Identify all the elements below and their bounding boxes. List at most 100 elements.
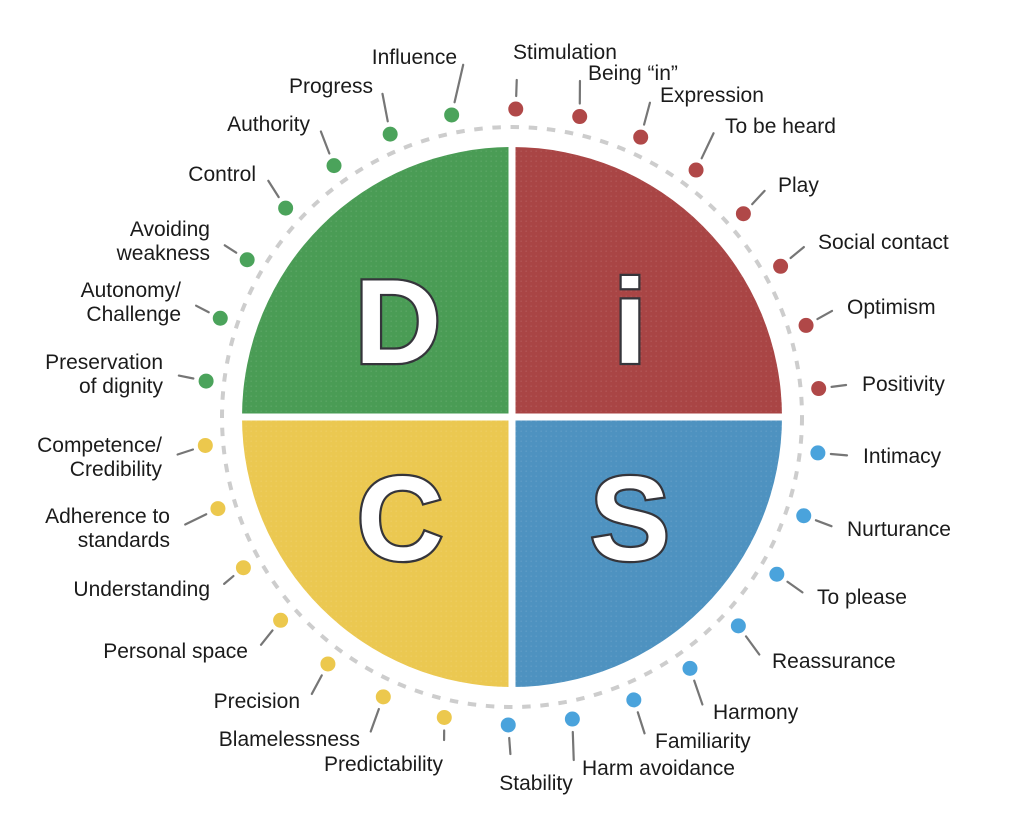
wheel-dot-s [682,660,698,676]
connector-line [508,736,512,756]
wheel-item-expression: Expression [633,84,764,145]
wheel-item-label: Progress [289,75,373,98]
quadrant-texture-i [512,147,782,417]
wheel-item-stability: Stability [499,717,573,795]
connector-line [571,730,575,762]
wheel-dot-c [197,437,213,453]
wheel-dot-s [500,717,516,733]
wheel-dot-c [320,656,336,672]
wheel-dot-s [626,692,642,708]
wheel-item-predictability: Predictability [324,709,452,776]
wheel-dot-s [796,508,812,524]
wheel-item-personal-space: Personal space [103,612,289,663]
wheel-dot-d [212,310,228,326]
quadrant-texture-c [242,417,512,687]
wheel-item-label: Positivity [862,373,945,396]
wheel-dot-d [326,158,342,174]
wheel-dot-i [811,381,827,397]
wheel-dot-i [572,109,588,125]
wheel-item-precision: Precision [214,656,336,713]
wheel-dot-c [436,709,452,725]
wheel-dot-d [239,252,255,268]
wheel-item-label: Authority [227,113,310,136]
connector-line [636,711,646,735]
wheel-item-label: Optimism [847,296,936,319]
wheel-item-intimacy: Intimacy [810,445,942,468]
wheel-item-harm-avoidance: Harm avoidance [564,711,735,780]
connector-line [744,635,761,656]
wheel-item-competence-credibility: Competence/Credibility [37,434,213,481]
connector-line [223,574,235,585]
wheel-dot-i [735,206,751,222]
connector-line [642,101,652,126]
wheel-item-blamelessness: Blamelessness [219,689,391,751]
wheel-item-to-please: To please [769,566,907,609]
wheel-dot-i [688,162,704,178]
wheel-dot-c [210,501,226,517]
wheel-item-label: Control [188,163,256,186]
wheel-item-label: Harm avoidance [582,757,735,780]
wheel-item-label: Reassurance [772,650,896,673]
connector-line [453,63,465,104]
connector-line [693,679,704,706]
wheel-dot-s [810,445,826,461]
quadrant-texture-d [242,147,512,417]
connector-line [184,513,208,526]
connector-line [751,189,766,206]
wheel-item-nurturance: Nurturance [796,508,951,541]
connector-line [816,309,834,321]
wheel-dot-d [278,200,294,216]
wheel-dot-i [773,258,789,274]
wheel-item-label: To be heard [725,115,836,138]
wheel-dot-d [382,126,398,142]
wheel-dot-c [235,560,251,576]
wheel-item-positivity: Positivity [811,373,945,397]
wheel-dot-d [444,107,460,123]
connector-line [223,244,238,254]
wheel-item-control: Control [188,163,294,216]
wheel-item-label: Nurturance [847,518,951,541]
wheel-item-label: To please [817,586,907,609]
quadrant-letter-d: D [355,255,442,389]
wheel-item-optimism: Optimism [798,296,936,333]
wheel-dot-i [633,129,649,145]
connector-line [176,448,195,456]
wheel-dot-i [798,317,814,333]
quadrant-letter-c: C [357,452,444,586]
wheel-item-label: Intimacy [863,445,942,468]
wheel-item-influence: Influence [372,46,465,123]
connector-line [381,92,389,123]
wheel-item-stimulation: Stimulation [508,41,617,117]
connector-line [830,383,848,388]
wheel-dot-s [769,566,785,582]
wheel-item-label: Stability [499,772,573,795]
connector-line [786,580,804,594]
wheel-item-label: Familiarity [655,730,751,753]
wheel-item-autonomy-challenge: Autonomy/Challenge [81,279,228,326]
wheel-dot-s [730,618,746,634]
connector-line [310,674,323,696]
connector-line [814,519,833,528]
wheel-dot-d [198,373,214,389]
connector-line [369,707,380,733]
quadrant-texture-s [512,417,782,687]
wheel-item-label: Stimulation [513,41,617,64]
wheel-item-to-be-heard: To be heard [688,115,836,178]
wheel-item-being-in: Being “in” [572,62,678,125]
quadrant-letter-s: S [590,452,670,586]
wheel-item-label: Play [778,174,819,197]
connector-line [319,130,331,155]
wheel-item-authority: Authority [227,113,342,174]
wheel-item-label: Personal space [103,640,248,663]
wheel-item-label: Social contact [818,231,949,254]
wheel-item-label: Influence [372,46,457,69]
wheel-dot-i [508,101,524,117]
connector-line [515,78,518,98]
